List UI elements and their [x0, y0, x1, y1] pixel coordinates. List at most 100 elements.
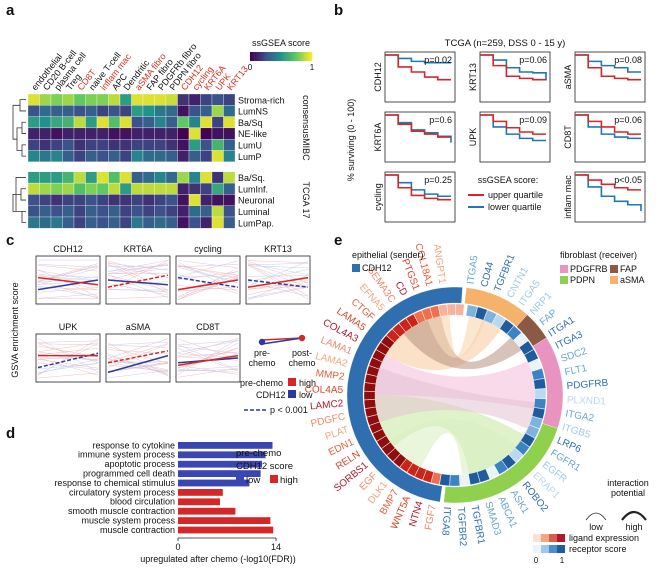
chord-ligand-scale: [549, 534, 557, 542]
heatmap-cell: [39, 194, 52, 206]
heatmap-cell: [119, 182, 132, 195]
heatmap-cell: [85, 194, 98, 206]
heatmap-legend-swatch: [291, 52, 294, 61]
km-legend-title: ssGSEA score:: [478, 175, 539, 185]
gsva-schema-low: [261, 337, 303, 345]
km-pvalue: p=0.25: [424, 175, 452, 185]
heatmap-cell: [119, 150, 132, 162]
km-grid-b: TCGA (n=259, DSS 0 - 15 y)% surviving (0…: [346, 38, 646, 223]
heatmap-cell: [177, 194, 190, 206]
heatmap-group-label: TCGA 17: [301, 182, 311, 219]
heatmap-cell: [27, 105, 40, 117]
heatmap-cell: [200, 171, 213, 184]
heatmap-cell: [223, 116, 236, 129]
heatmap-cell: [85, 216, 98, 229]
heatmap-legend-swatch: [297, 52, 300, 61]
gsva-sample-line: [177, 270, 239, 297]
panel-letter-e: e: [334, 232, 343, 249]
bar: [178, 517, 271, 524]
gsva-sample-line: [177, 337, 239, 357]
chord-receiver-title: fibroblast (receiver): [560, 250, 637, 260]
bar-category-label: apoptotic process: [104, 459, 175, 469]
heatmap-cell: [119, 116, 132, 129]
gsva-high-line: [177, 279, 239, 291]
gsva-xtick: pre-: [254, 348, 270, 358]
bar: [178, 470, 261, 477]
gsva-sample-line: [177, 369, 239, 373]
gsva-sample-line: [247, 263, 309, 296]
gsva-sample-line: [107, 346, 169, 364]
heatmap-cell: [108, 139, 121, 151]
chord-ribbon: [427, 315, 485, 358]
chord-receptor-scale: [557, 545, 565, 553]
heatmap-row-label: Luminal: [238, 207, 270, 217]
gsva-plot-name: KRT13: [264, 244, 292, 254]
heatmap-cell: [50, 182, 63, 195]
bar-legend-title: pre-chemo: [236, 448, 281, 459]
heatmap-cell: [27, 171, 40, 184]
heatmap-cell: [73, 171, 86, 184]
heatmap-cell: [96, 116, 109, 129]
gsva-high-line: [37, 276, 99, 286]
chord-receptor-label: ITGA8: [439, 506, 452, 536]
gsva-sample-line: [107, 283, 169, 296]
heatmap-legend-swatch: [258, 52, 261, 61]
km-axes: [384, 171, 456, 223]
gsva-sample-line: [247, 281, 309, 297]
heatmap-cell: [177, 116, 190, 129]
chord-receiver-label: PDPN: [570, 275, 595, 285]
gsva-sample-line: [177, 348, 239, 369]
heatmap-cell: [108, 150, 121, 162]
heatmap-cell: [85, 139, 98, 151]
gsva-plot-name: UPK: [59, 322, 78, 332]
bar: [178, 451, 266, 459]
gsva-plot-name: aSMA: [126, 322, 151, 332]
gsva-sample-line: [107, 296, 169, 300]
heatmap-cell: [188, 182, 201, 195]
heatmap-cell: [39, 93, 52, 106]
heatmap-cell: [154, 150, 167, 162]
heatmap-cell: [223, 205, 236, 218]
chord-receptor-scale: [541, 545, 549, 553]
chord-receiver-swatch: [560, 276, 568, 284]
heatmap-cell: [96, 182, 109, 195]
bar: [178, 489, 223, 496]
gsva-sample-line: [247, 261, 309, 287]
heatmap-cell: [131, 216, 144, 229]
km-pvalue: p=0.08: [614, 55, 642, 65]
heatmap-cell: [39, 127, 52, 140]
chord-ligand-score: [422, 469, 434, 483]
bar: [178, 498, 220, 506]
gsva-low-line: [247, 279, 309, 288]
chord-receiver-swatch: [610, 276, 618, 284]
heatmap-cell: [177, 150, 190, 162]
gsva-sample-line: [177, 340, 239, 353]
gsva-sample-line: [37, 270, 99, 282]
heatmap-cell: [165, 216, 178, 229]
chord-ribbon: [389, 419, 517, 475]
chord-receptor-score: [506, 325, 522, 341]
heatmap-cell: [96, 216, 109, 229]
gsva-sample-line: [37, 343, 99, 375]
gsva-sample-line: [107, 344, 169, 368]
heatmap-dendrogram: [12, 99, 26, 157]
gsva-sample-line: [37, 372, 99, 379]
chord-sender-swatch: [352, 264, 360, 272]
chord-receptor-label: ITGA5: [466, 254, 481, 285]
gsva-sample-line: [107, 274, 169, 298]
heatmap-cell: [165, 93, 178, 106]
heatmap-cell: [131, 194, 144, 206]
heatmap-cell: [154, 116, 167, 129]
gsva-sample-line: [107, 260, 169, 272]
heatmap-cell: [50, 171, 63, 184]
heatmap-cell: [131, 139, 144, 151]
gsva-sample-line: [107, 262, 169, 271]
gsva-sample-line: [107, 370, 169, 379]
heatmap-cell: [211, 194, 224, 206]
km-axes: [479, 51, 551, 103]
heatmap-cell: [27, 182, 40, 195]
heatmap-cell: [27, 150, 40, 162]
heatmap-cell: [188, 216, 201, 229]
km-upper-line: [385, 174, 451, 201]
heatmap-cell: [223, 93, 236, 106]
